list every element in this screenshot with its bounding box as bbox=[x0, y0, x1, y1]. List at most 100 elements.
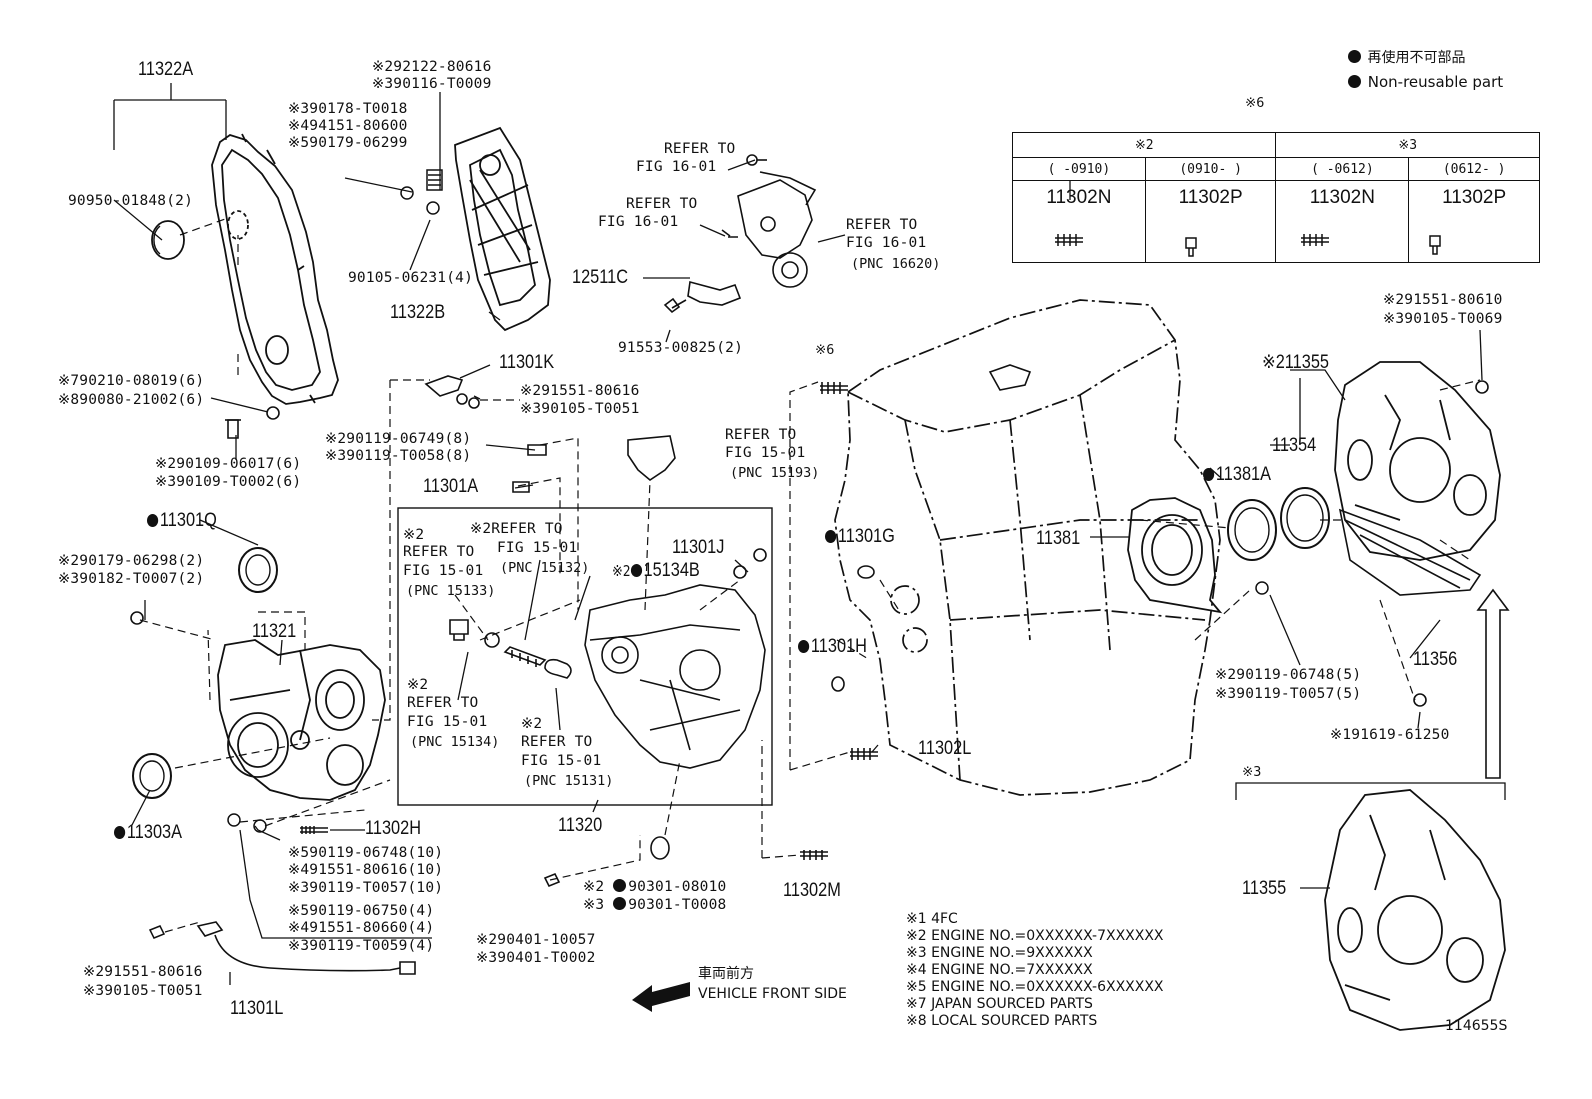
reference-text: REFER TO bbox=[521, 734, 593, 750]
legend-jp-text: 再使用不可部品 bbox=[1367, 50, 1466, 66]
reference-text: ※2 bbox=[407, 677, 429, 693]
part-label: ※291551-80616 bbox=[83, 964, 203, 980]
reference-text: ※2 bbox=[521, 716, 543, 732]
reference-text: (PNC 15132) bbox=[500, 560, 590, 576]
part-label: ※3 90301-T0008 bbox=[583, 897, 726, 913]
reference-text: (PNC 15133) bbox=[406, 583, 496, 599]
table-part-cell: 11302N bbox=[1012, 180, 1146, 263]
table-range-cell: ( -0612) bbox=[1275, 157, 1410, 181]
part-label: 11301H bbox=[798, 637, 867, 657]
reference-text: FIG 15-01 bbox=[497, 540, 578, 556]
part-number: 15134B bbox=[643, 560, 700, 581]
part-label: 11355 bbox=[1242, 878, 1287, 899]
part-label: 11356 bbox=[1413, 649, 1458, 670]
non-reusable-dot-icon bbox=[613, 879, 627, 892]
note-line: ※1 4FC bbox=[906, 911, 958, 927]
part-label: ※290179-06298(2) bbox=[58, 553, 205, 569]
part-label: ※390119-T0058(8) bbox=[325, 448, 472, 464]
vehicle-front-jp: 車両前方 bbox=[698, 966, 754, 982]
table-part-cell: 11302P bbox=[1408, 180, 1540, 263]
non-reusable-dot-icon bbox=[825, 530, 837, 543]
table-range-cell: (0910- ) bbox=[1144, 157, 1277, 181]
note-line: ※7 JAPAN SOURCED PARTS bbox=[906, 996, 1093, 1012]
reference-text: REFER TO bbox=[725, 427, 797, 443]
part-label: 11302M bbox=[783, 880, 841, 901]
part-label: 11301A bbox=[423, 476, 479, 497]
part-label: 90950-01848(2) bbox=[68, 193, 194, 209]
part-label: 11322B bbox=[390, 302, 446, 323]
part-label: 11301G bbox=[825, 527, 895, 547]
part-label: 11302H bbox=[365, 818, 422, 839]
part-label: 11320 bbox=[558, 815, 603, 836]
table-note: ※6 bbox=[1245, 95, 1265, 111]
part-label: ※590119-06748(10) bbox=[288, 845, 444, 861]
part-number: 11301Q bbox=[159, 510, 217, 531]
part-label: ※390105-T0051 bbox=[520, 401, 640, 417]
non-reusable-dot-icon bbox=[613, 897, 627, 910]
part-label: ※191619-61250 bbox=[1330, 727, 1450, 743]
part-label: ※390119-T0059(4) bbox=[288, 938, 435, 954]
part-label: ※290119-06749(8) bbox=[325, 431, 472, 447]
part-label: ※494151-80600 bbox=[288, 118, 408, 134]
part-label: ※590179-06299 bbox=[288, 135, 408, 151]
non-reusable-dot-icon bbox=[1348, 75, 1361, 88]
part-label: 11354 bbox=[1272, 435, 1317, 456]
table-range-cell: ( -0910) bbox=[1012, 157, 1146, 181]
reference-text: FIG 15-01 bbox=[725, 445, 806, 461]
part-label: 12511C bbox=[572, 267, 629, 288]
diagram-id: 114655S bbox=[1445, 1018, 1508, 1034]
part-label: 11301K bbox=[499, 352, 555, 373]
part-label: 11381A bbox=[1203, 465, 1271, 485]
part-label: 11321 bbox=[252, 621, 297, 642]
table-range-cell: (0612- ) bbox=[1408, 157, 1540, 181]
part-label: ※290109-06017(6) bbox=[155, 456, 302, 472]
reference-text: FIG 16-01 bbox=[846, 235, 927, 251]
reference-text: ※2REFER TO bbox=[470, 521, 563, 537]
note-line: ※3 ENGINE NO.=9XXXXXX bbox=[906, 945, 1093, 961]
reference-text: REFER TO bbox=[626, 196, 698, 212]
part-label: ※2 90301-08010 bbox=[583, 879, 726, 895]
part-label: ※390182-T0007(2) bbox=[58, 571, 205, 587]
part-label: ※390401-T0002 bbox=[476, 950, 596, 966]
part-label: ※890080-21002(6) bbox=[58, 392, 205, 408]
reference-text: (PNC 16620) bbox=[851, 256, 941, 272]
reference-text: REFER TO bbox=[407, 695, 479, 711]
part-label: 91553-00825(2) bbox=[618, 340, 744, 356]
table-part-cell: 11302N bbox=[1275, 180, 1410, 263]
reference-text: REFER TO bbox=[846, 217, 918, 233]
legend-en: Non-reusable part bbox=[1348, 74, 1503, 91]
part-label: ※491551-80616(10) bbox=[288, 862, 444, 878]
reference-text: FIG 15-01 bbox=[521, 753, 602, 769]
table-group-header: ※3 bbox=[1275, 132, 1540, 158]
front-arrow-icon bbox=[632, 982, 690, 1012]
part-number: 11303A bbox=[126, 822, 183, 843]
part-note: ※6 bbox=[815, 342, 835, 358]
table-group-header: ※2 bbox=[1011, 132, 1277, 158]
part-number: 11301G bbox=[837, 526, 895, 547]
part-label: ※390119-T0057(10) bbox=[288, 880, 444, 896]
part-label: 11322A bbox=[138, 59, 194, 80]
part-label: 11301L bbox=[230, 998, 284, 1019]
note-line: ※8 LOCAL SOURCED PARTS bbox=[906, 1013, 1098, 1029]
reference-text: FIG 15-01 bbox=[403, 563, 484, 579]
note-line: ※5 ENGINE NO.=0XXXXXX-6XXXXXX bbox=[906, 979, 1164, 995]
reference-text: (PNC 15131) bbox=[524, 773, 614, 789]
part-label: ※291551-80616 bbox=[520, 383, 640, 399]
table-part-cell: 11302P bbox=[1144, 180, 1277, 263]
non-reusable-dot-icon bbox=[798, 640, 810, 653]
part-label: ※390105-T0069 bbox=[1383, 311, 1503, 327]
reference-text: FIG 15-01 bbox=[407, 714, 488, 730]
part-number: 11301H bbox=[810, 636, 867, 657]
part-note: ※3 bbox=[583, 897, 605, 913]
part-label: ※390116-T0009 bbox=[372, 76, 492, 92]
part-label: 11301J bbox=[672, 537, 725, 558]
part-label: ※390178-T0018 bbox=[288, 101, 408, 117]
legend-en-text: Non-reusable part bbox=[1367, 73, 1504, 91]
non-reusable-dot-icon bbox=[1203, 468, 1215, 481]
part-note: ※2 bbox=[583, 879, 605, 895]
part-label: ※291551-80610 bbox=[1383, 292, 1503, 308]
part-number: 11381A bbox=[1215, 464, 1272, 485]
